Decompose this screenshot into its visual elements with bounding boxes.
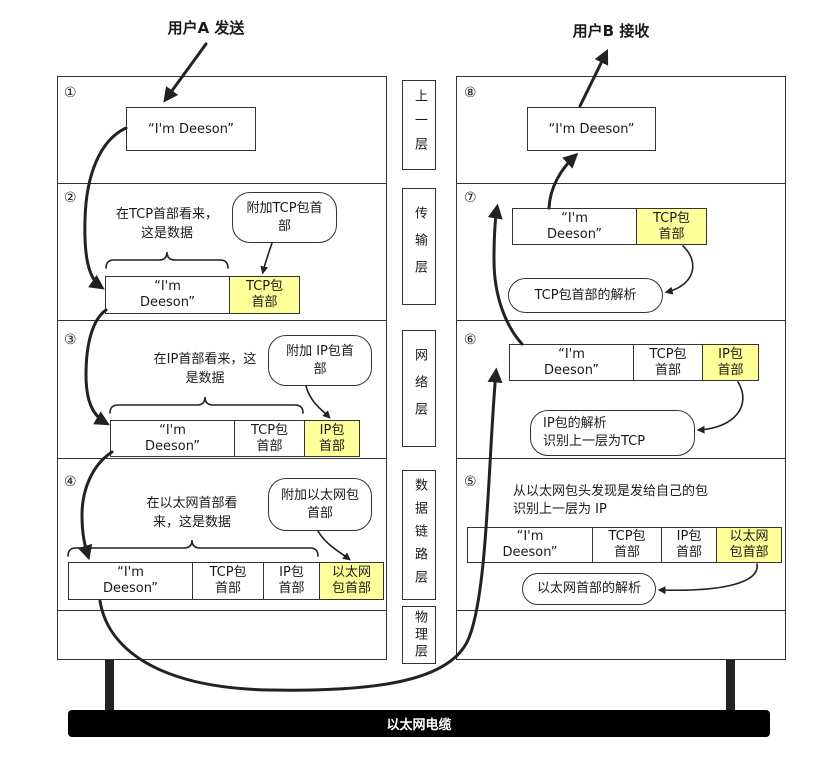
layer-transport: 传输层: [402, 188, 436, 305]
layer-label: 上一层: [412, 89, 427, 161]
layer-label: 网络层: [412, 348, 427, 429]
receiver-row-divider: [456, 610, 786, 611]
tcp-header-cell: TCP包 首部: [592, 528, 661, 562]
tcp-header-cell: TCP包 首部: [229, 277, 299, 313]
speech-bubble: IP包的解析 识别上一层为TCP: [530, 410, 695, 456]
sender-row-divider: [57, 458, 387, 459]
step-number: ⑥: [464, 332, 477, 348]
receiver-row-divider: [456, 320, 786, 321]
step-note: 从以太网包头发现是发给自己的包 识别上一层为 IP: [513, 484, 709, 517]
packet: “I'm Deeson” TCP包 首部 IP包 首部 以太网 包首部: [467, 527, 782, 563]
payload-cell: “I'm Deeson”: [510, 345, 633, 380]
cable-post-left: [105, 660, 114, 712]
layer-network: 网络层: [402, 330, 436, 447]
layer-label: 传输层: [412, 206, 427, 287]
ethernet-header-cell: 以太网 包首部: [716, 528, 781, 562]
step-note: 在IP首部看来，这 是数据: [153, 352, 257, 386]
speech-bubble: 附加TCP包首 部: [232, 192, 337, 243]
layer-label: 物理层: [412, 609, 427, 661]
step-number: ⑤: [464, 474, 477, 490]
payload-cell: “I'm Deeson”: [69, 563, 192, 599]
step-note: 在以太网首部看 来，这是数据: [146, 496, 238, 530]
ip-header-cell: IP包 首部: [661, 528, 716, 562]
ip-header-cell: IP包 首部: [304, 421, 359, 456]
message-box: “I'm Deeson”: [527, 107, 656, 151]
payload-cell: “I'm Deeson”: [106, 277, 229, 313]
speech-bubble: TCP包首部的解析: [508, 278, 663, 313]
layer-label: 数据链路层: [412, 477, 427, 593]
step-note: 在TCP首部看来， 这是数据: [115, 207, 219, 241]
sender-row-divider: [57, 610, 387, 611]
speech-bubble: 附加 IP包首 部: [268, 335, 372, 386]
ethernet-header-cell: 以太网 包首部: [319, 563, 383, 599]
payload-cell: “I'm Deeson”: [111, 421, 234, 456]
speech-bubble: 以太网首部的解析: [522, 573, 656, 605]
layer-physical: 物理层: [402, 606, 436, 664]
packet: “I'm Deeson” TCP包 首部: [105, 276, 300, 314]
packet: “I'm Deeson” TCP包 首部: [512, 208, 707, 245]
step-number: ②: [64, 190, 77, 206]
receiver-title: 用户B 接收: [572, 22, 650, 40]
cable-post-right: [726, 660, 735, 712]
step-number: ①: [64, 85, 77, 101]
payload-cell: “I'm Deeson”: [513, 209, 636, 244]
sender-row-divider: [57, 320, 387, 321]
ip-header-cell: IP包 首部: [263, 563, 319, 599]
speech-bubble: 附加以太网包 首部: [268, 478, 372, 531]
step-number: ④: [64, 474, 77, 490]
payload-cell: “I'm Deeson”: [468, 528, 592, 562]
tcp-header-cell: TCP包 首部: [192, 563, 263, 599]
sender-row-divider: [57, 183, 387, 184]
tcp-header-cell: TCP包 首部: [636, 209, 706, 244]
step-number: ③: [64, 332, 77, 348]
ethernet-cable: 以太网电缆: [68, 710, 770, 737]
step-number: ⑧: [464, 85, 477, 101]
receiver-row-divider: [456, 458, 786, 459]
sender-title: 用户A 发送: [167, 19, 245, 37]
tcp-header-cell: TCP包 首部: [633, 345, 702, 380]
layer-datalink: 数据链路层: [402, 470, 436, 600]
message-box: “I'm Deeson”: [126, 107, 256, 151]
receiver-row-divider: [456, 183, 786, 184]
packet: “I'm Deeson” TCP包 首部 IP包 首部: [110, 420, 360, 457]
step-number: ⑦: [464, 190, 477, 206]
ip-header-cell: IP包 首部: [702, 345, 758, 380]
packet: “I'm Deeson” TCP包 首部 IP包 首部 以太网 包首部: [68, 562, 384, 600]
tcp-header-cell: TCP包 首部: [234, 421, 304, 456]
layer-upper: 上一层: [402, 80, 436, 170]
packet: “I'm Deeson” TCP包 首部 IP包 首部: [509, 344, 759, 381]
